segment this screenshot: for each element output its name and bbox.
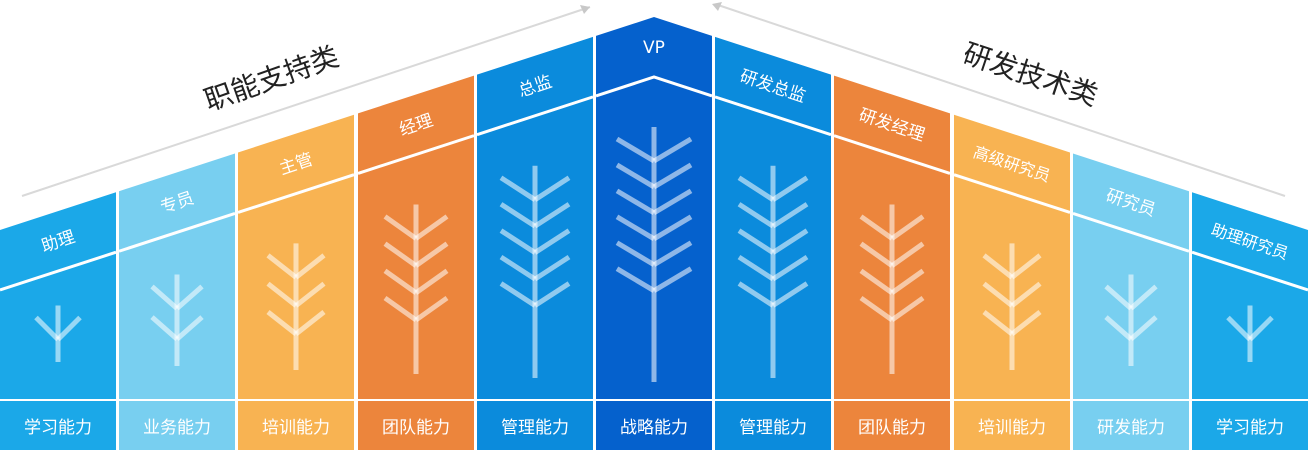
level-label: VP — [643, 38, 665, 58]
tree-icon — [1226, 305, 1274, 362]
band-separator — [595, 75, 713, 98]
guide-lines — [21, 2, 1286, 197]
tree-icon — [499, 165, 571, 378]
band-separator — [357, 134, 475, 175]
tree-icon — [383, 204, 449, 374]
right-category-label: 研发技术类 — [959, 37, 1102, 113]
right-arrow-icon — [712, 2, 722, 11]
tree-icon — [982, 243, 1042, 370]
ability-label: 业务能力 — [143, 418, 211, 438]
ability-label: 战略能力 — [620, 418, 688, 438]
band-separator — [118, 212, 236, 253]
tree-icon — [1104, 274, 1158, 366]
ability-label: 团队能力 — [382, 418, 450, 438]
band-separator — [1072, 212, 1190, 253]
band-separator — [237, 173, 355, 214]
tree-icon — [266, 243, 326, 370]
ability-label: 研发能力 — [1097, 418, 1165, 438]
band-separator — [0, 250, 117, 292]
ability-label: 学习能力 — [24, 418, 92, 438]
band-separator — [476, 95, 594, 137]
tree-icon — [150, 274, 204, 366]
left-guide-line — [21, 6, 591, 197]
band-separator — [833, 134, 951, 175]
tree-icon — [615, 127, 693, 382]
band-separator — [953, 173, 1071, 214]
left-category-label: 职能支持类 — [200, 40, 343, 118]
tree-icon — [34, 305, 82, 362]
ability-label: 管理能力 — [501, 418, 569, 438]
left-arrow-icon — [580, 5, 590, 14]
band-separator — [714, 95, 832, 137]
band-separator — [1191, 250, 1308, 292]
right-guide-line — [717, 4, 1286, 197]
tree-icon — [737, 165, 809, 378]
ability-label: 培训能力 — [978, 418, 1046, 438]
ability-label: 学习能力 — [1216, 418, 1284, 438]
column-6: VP 战略能力 — [595, 17, 713, 450]
ability-label: 团队能力 — [858, 418, 926, 438]
tree-icon — [859, 204, 925, 374]
ability-label: 培训能力 — [262, 418, 330, 438]
ability-label: 管理能力 — [739, 418, 807, 438]
